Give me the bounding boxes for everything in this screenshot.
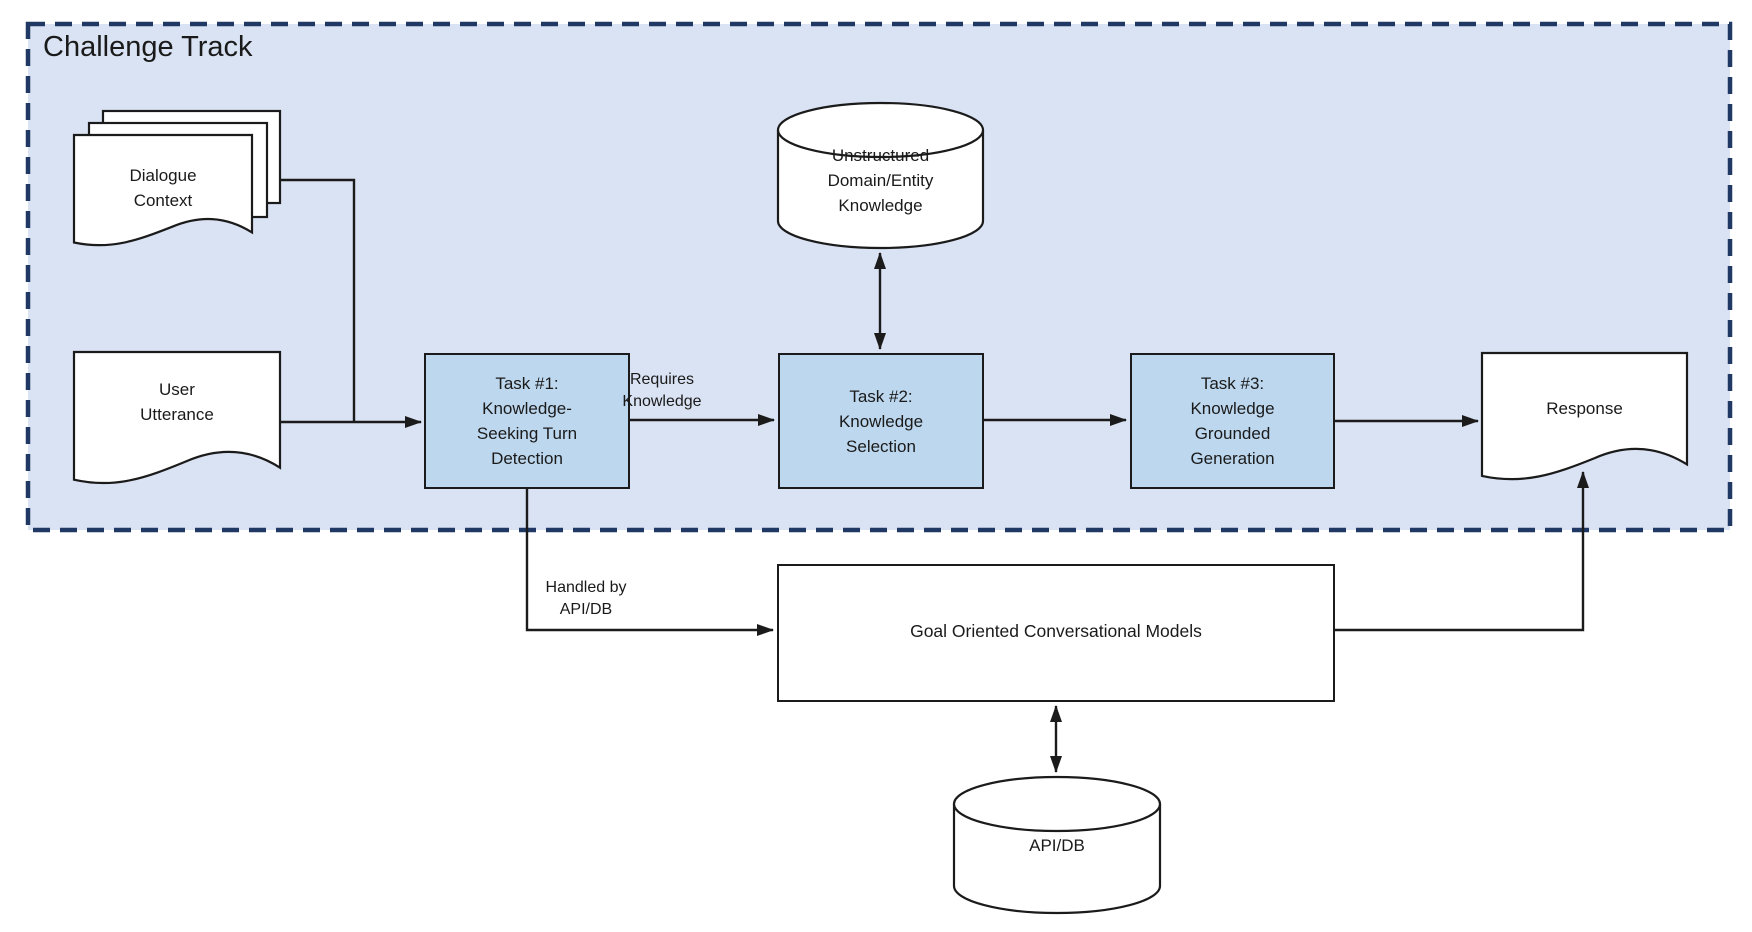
response-label: Response	[1546, 398, 1623, 418]
task3-label: Task #3: Knowledge Grounded Generation	[1190, 374, 1275, 468]
api-db-label: API/DB	[1029, 835, 1085, 855]
unstructured-knowledge-label: Unstructured Domain/Entity Knowledge	[827, 145, 934, 215]
handled-by-label: Handled by API/DB	[545, 579, 627, 618]
edge-dialogue-context-join	[280, 178, 356, 421]
unstructured-knowledge-cylinder	[776, 101, 985, 250]
challenge-track-title: Challenge Track	[43, 31, 253, 63]
goal-models-label: Goal Oriented Conversational Models	[910, 620, 1202, 641]
dialogue-context-label: Dialogue Context	[129, 166, 197, 210]
goal-models-box	[777, 564, 1335, 702]
task1-box	[424, 353, 630, 489]
response-document	[1480, 351, 1689, 481]
dialogue-context-document	[72, 109, 282, 247]
task3-box	[1130, 353, 1335, 489]
task2-box	[778, 353, 984, 489]
api-db-cylinder	[952, 775, 1162, 915]
user-utterance-label: User Utterance	[140, 380, 214, 424]
task1-label: Task #1: Knowledge- Seeking Turn Detecti…	[476, 374, 578, 468]
user-utterance-document	[72, 350, 282, 485]
edge-goal-models-to-response	[1335, 471, 1589, 632]
requires-knowledge-label: Requires Knowledge	[622, 371, 702, 410]
edge-task1-to-goal-models	[525, 489, 774, 636]
task2-label: Task #2: Knowledge Selection	[838, 386, 924, 456]
